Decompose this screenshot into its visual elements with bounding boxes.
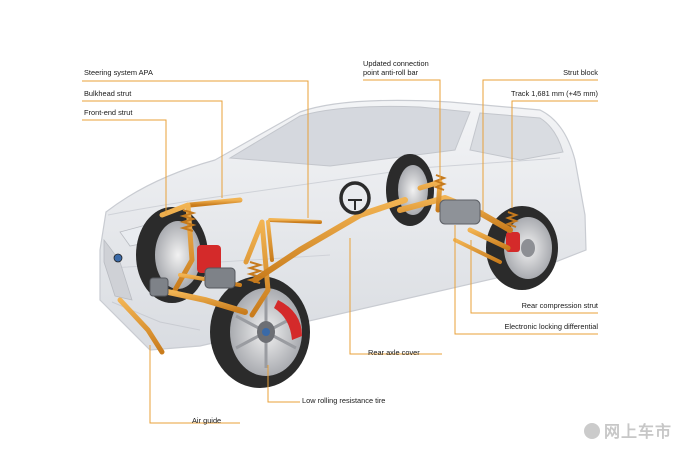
leader-lines — [82, 79, 598, 424]
drivetrain-parts — [149, 199, 481, 297]
label-electronic-locking-differential: Electronic locking differential — [504, 322, 598, 331]
label-strut-block: Strut block — [563, 68, 598, 77]
rear-right-wheel — [486, 206, 558, 290]
watermark-logo-icon — [583, 423, 600, 439]
front-right-wheel — [210, 276, 310, 388]
label-track: Track 1,681 mm (+45 mm) — [511, 89, 598, 98]
watermark-text: 网上车市 — [603, 422, 672, 441]
rear-left-wheel — [386, 154, 434, 226]
label-connection-line2: point anti-roll bar — [363, 67, 419, 77]
label-rear-compression-strut: Rear compression strut — [521, 301, 598, 310]
label-steering-system: Steering system APA — [84, 68, 153, 77]
label-bulkhead-strut: Bulkhead strut — [84, 89, 132, 98]
label-low-rolling-tire: Low rolling resistance tire — [302, 396, 386, 405]
steering-wheel — [339, 181, 371, 215]
label-connection-line1: Updated connection — [363, 59, 429, 68]
coil-springs — [179, 174, 519, 284]
label-air-guide: Air guide — [192, 416, 222, 425]
watermark: 网上车市 — [583, 418, 672, 442]
label-rear-axle-cover: Rear axle cover — [368, 348, 420, 357]
label-front-end-strut: Front-end strut — [84, 108, 133, 117]
label-connection-point: Updated connection point anti-roll bar — [363, 59, 429, 77]
